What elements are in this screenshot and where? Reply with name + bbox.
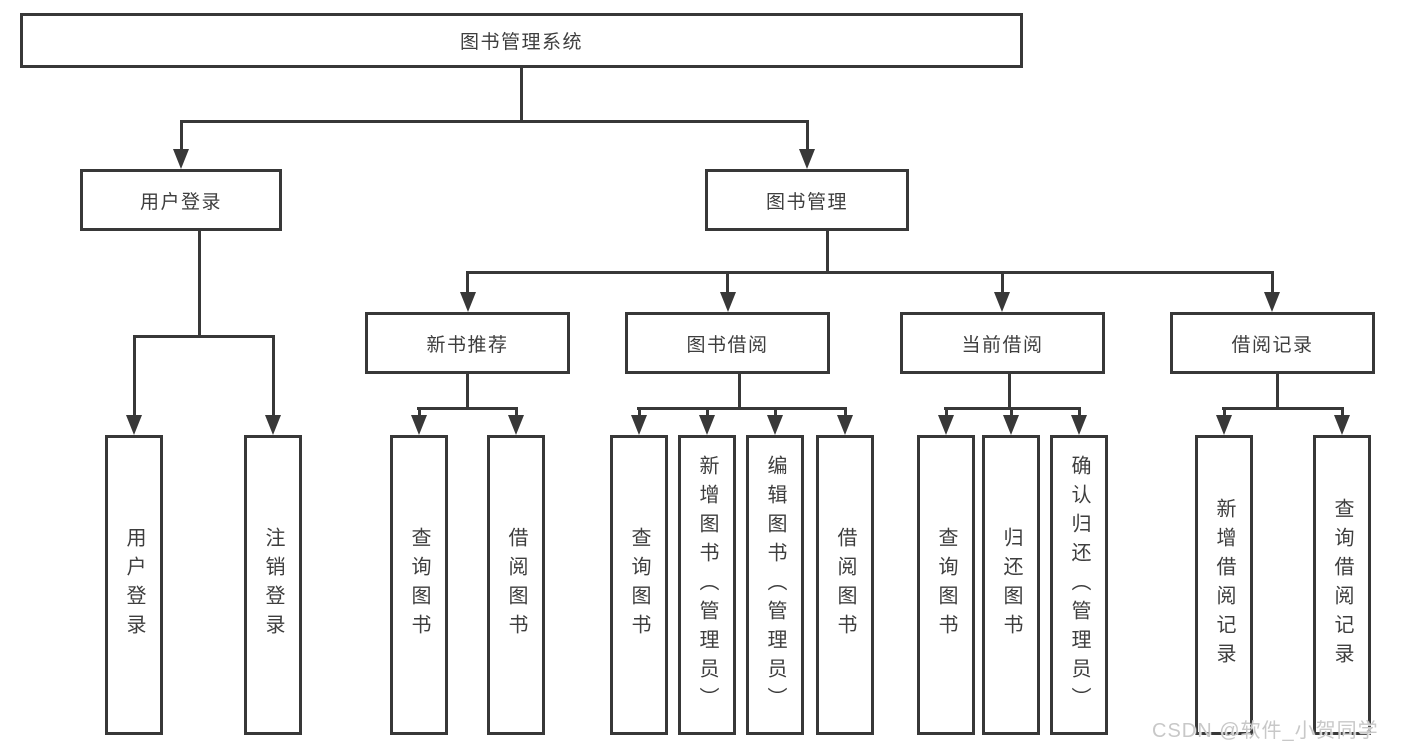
connector-line bbox=[638, 407, 641, 419]
connector-line bbox=[738, 372, 741, 407]
connector-line bbox=[1008, 372, 1011, 407]
connector-line bbox=[806, 120, 809, 150]
leaf-borrow-books-recommend-label: 借阅图书 bbox=[505, 527, 527, 643]
connector-line bbox=[133, 335, 136, 415]
node-borrowing-records-label: 借阅记录 bbox=[1231, 334, 1314, 356]
arrowhead-icon bbox=[837, 415, 853, 435]
node-borrowing-records: 借阅记录 bbox=[1170, 312, 1375, 374]
leaf-edit-books-admin: 编辑图书（管理员） bbox=[746, 435, 804, 735]
leaf-borrow-books: 借阅图书 bbox=[816, 435, 874, 735]
connector-line bbox=[520, 66, 523, 120]
node-new-book-recommend: 新书推荐 bbox=[365, 312, 570, 374]
arrowhead-icon bbox=[1003, 415, 1019, 435]
leaf-query-books-recommend: 查询图书 bbox=[390, 435, 448, 735]
arrowhead-icon bbox=[265, 415, 281, 435]
leaf-edit-books-admin-label: 编辑图书（管理员） bbox=[764, 454, 786, 716]
node-user-login: 用户登录 bbox=[80, 169, 282, 231]
connector-line bbox=[180, 120, 183, 150]
leaf-return-books-label: 归还图书 bbox=[1000, 527, 1022, 643]
leaf-query-borrow-record: 查询借阅记录 bbox=[1313, 435, 1371, 735]
connector-line bbox=[198, 229, 201, 335]
leaf-confirm-return-admin-label: 确认归还（管理员） bbox=[1068, 454, 1090, 716]
leaf-user-login-label: 用户登录 bbox=[123, 527, 145, 643]
arrowhead-icon bbox=[508, 415, 524, 435]
connector-line bbox=[844, 407, 847, 419]
leaf-query-borrow-record-label: 查询借阅记录 bbox=[1331, 498, 1353, 672]
arrowhead-icon bbox=[1334, 415, 1350, 435]
node-book-management: 图书管理 bbox=[705, 169, 909, 231]
arrowhead-icon bbox=[173, 149, 189, 169]
node-current-borrowing: 当前借阅 bbox=[900, 312, 1105, 374]
arrowhead-icon bbox=[126, 415, 142, 435]
arrowhead-icon bbox=[411, 415, 427, 435]
connector-line bbox=[1271, 271, 1274, 293]
connector-line bbox=[180, 120, 809, 123]
connector-line bbox=[774, 407, 777, 419]
leaf-query-books-current-label: 查询图书 bbox=[935, 527, 957, 643]
connector-line bbox=[1001, 271, 1004, 293]
connector-line bbox=[515, 407, 518, 419]
connector-line bbox=[826, 229, 829, 271]
leaf-borrow-books-recommend: 借阅图书 bbox=[487, 435, 545, 735]
arrowhead-icon bbox=[1216, 415, 1232, 435]
arrowhead-icon bbox=[994, 292, 1010, 312]
leaf-query-books-borrowing-label: 查询图书 bbox=[628, 527, 650, 643]
arrowhead-icon bbox=[720, 292, 736, 312]
leaf-logout-label: 注销登录 bbox=[262, 527, 284, 643]
leaf-logout: 注销登录 bbox=[244, 435, 302, 735]
connector-line bbox=[133, 335, 275, 338]
leaf-add-borrow-record: 新增借阅记录 bbox=[1195, 435, 1253, 735]
arrowhead-icon bbox=[938, 415, 954, 435]
node-book-borrowing-label: 图书借阅 bbox=[686, 334, 769, 356]
arrowhead-icon bbox=[699, 415, 715, 435]
arrowhead-icon bbox=[799, 149, 815, 169]
csdn-watermark: CSDN @软件_小贺同学 bbox=[1152, 720, 1379, 742]
node-user-login-label: 用户登录 bbox=[139, 191, 222, 213]
arrowhead-icon bbox=[631, 415, 647, 435]
arrowhead-icon bbox=[460, 292, 476, 312]
connector-line bbox=[1010, 407, 1013, 419]
leaf-query-books-borrowing: 查询图书 bbox=[610, 435, 668, 735]
connector-line bbox=[706, 407, 709, 419]
node-root-label: 图书管理系统 bbox=[459, 32, 583, 53]
connector-line bbox=[272, 335, 275, 415]
node-book-borrowing: 图书借阅 bbox=[625, 312, 830, 374]
connector-line bbox=[466, 271, 1274, 274]
arrowhead-icon bbox=[767, 415, 783, 435]
connector-line bbox=[945, 407, 948, 419]
connector-line bbox=[1223, 407, 1226, 419]
leaf-add-books-admin-label: 新增图书（管理员） bbox=[696, 454, 718, 716]
leaf-query-books-current: 查询图书 bbox=[917, 435, 975, 735]
connector-line bbox=[1222, 407, 1343, 410]
leaf-borrow-books-label: 借阅图书 bbox=[834, 527, 856, 643]
arrowhead-icon bbox=[1264, 292, 1280, 312]
node-new-book-recommend-label: 新书推荐 bbox=[426, 334, 509, 356]
node-book-management-label: 图书管理 bbox=[765, 191, 848, 213]
connector-line bbox=[466, 372, 469, 407]
node-root: 图书管理系统 bbox=[20, 13, 1023, 68]
connector-line bbox=[1276, 372, 1279, 407]
connector-line bbox=[1341, 407, 1344, 419]
leaf-confirm-return-admin: 确认归还（管理员） bbox=[1050, 435, 1108, 735]
leaf-return-books: 归还图书 bbox=[982, 435, 1040, 735]
connector-line bbox=[1078, 407, 1081, 419]
leaf-query-books-recommend-label: 查询图书 bbox=[408, 527, 430, 643]
leaf-add-borrow-record-label: 新增借阅记录 bbox=[1213, 498, 1235, 672]
connector-line bbox=[418, 407, 421, 419]
leaf-add-books-admin: 新增图书（管理员） bbox=[678, 435, 736, 735]
connector-line bbox=[417, 407, 517, 410]
connector-line bbox=[726, 271, 729, 293]
connector-line bbox=[637, 407, 846, 410]
arrowhead-icon bbox=[1071, 415, 1087, 435]
node-current-borrowing-label: 当前借阅 bbox=[961, 334, 1044, 356]
connector-line bbox=[466, 271, 469, 293]
leaf-user-login: 用户登录 bbox=[105, 435, 163, 735]
